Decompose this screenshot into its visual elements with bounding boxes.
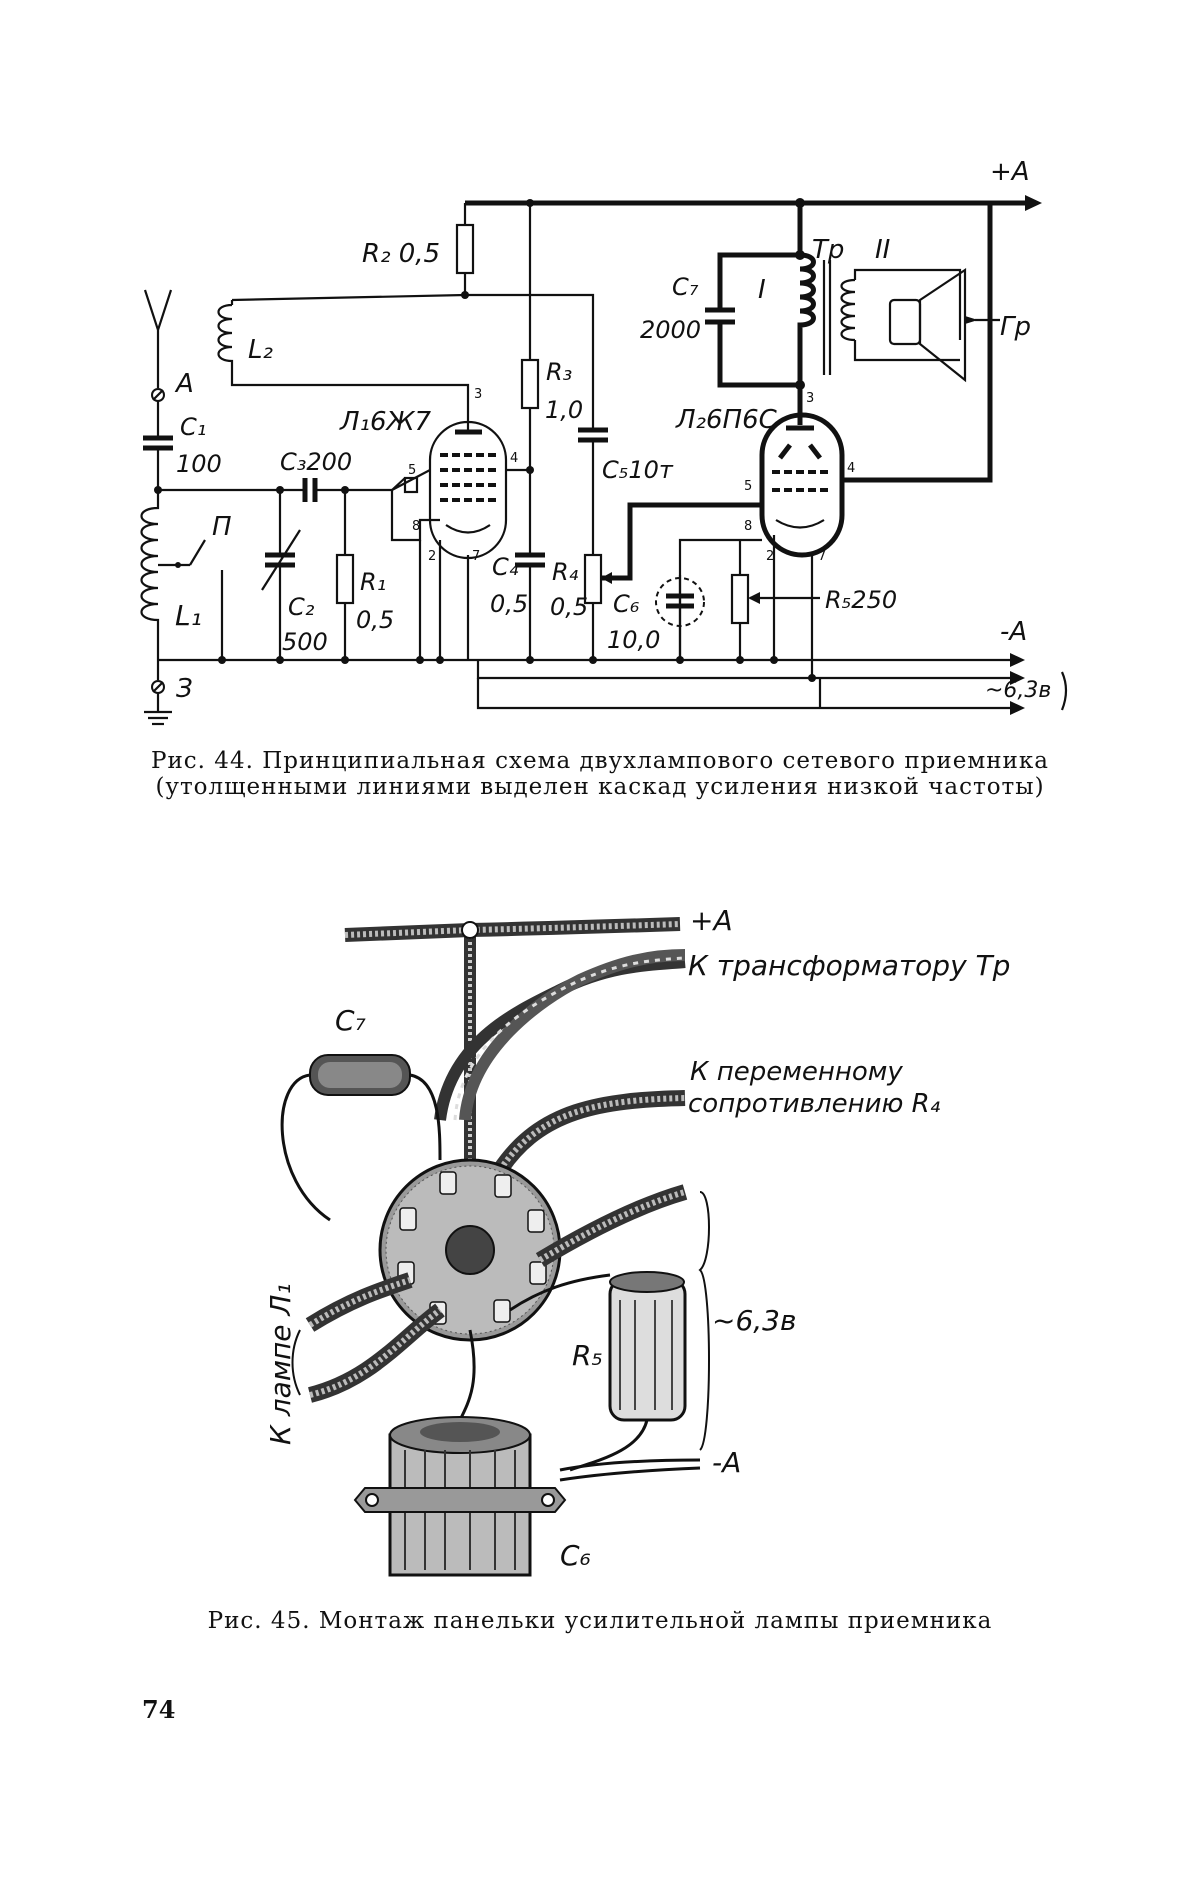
fig45-plus-a-label: +А (690, 904, 733, 937)
to-r4-label-1: К переменному (690, 1057, 903, 1087)
fig45-r5-label: R₅ (572, 1339, 603, 1372)
tube-socket (380, 1160, 560, 1340)
to-lamp1-label: К лампе Л₁ (264, 1283, 297, 1445)
page-number: 74 (142, 1695, 175, 1724)
fig45-c6-label: C₆ (560, 1539, 591, 1572)
capacitor-c6-part (355, 1330, 565, 1575)
fig45-c7-label: C₇ (335, 1004, 367, 1037)
figure-45-caption: Рис. 45. Монтаж панельки усилительной ла… (150, 1608, 1050, 1634)
fig45-heater-label: ~6,3в (712, 1304, 797, 1337)
wire-minus-a (560, 1460, 700, 1480)
to-transformer-label: К трансформатору Тр (688, 949, 1010, 982)
fig45-minus-a-label: -А (712, 1446, 741, 1479)
wire-to-r4 (500, 1098, 685, 1170)
to-r4-label-2: сопротивлению R₄ (688, 1089, 941, 1119)
